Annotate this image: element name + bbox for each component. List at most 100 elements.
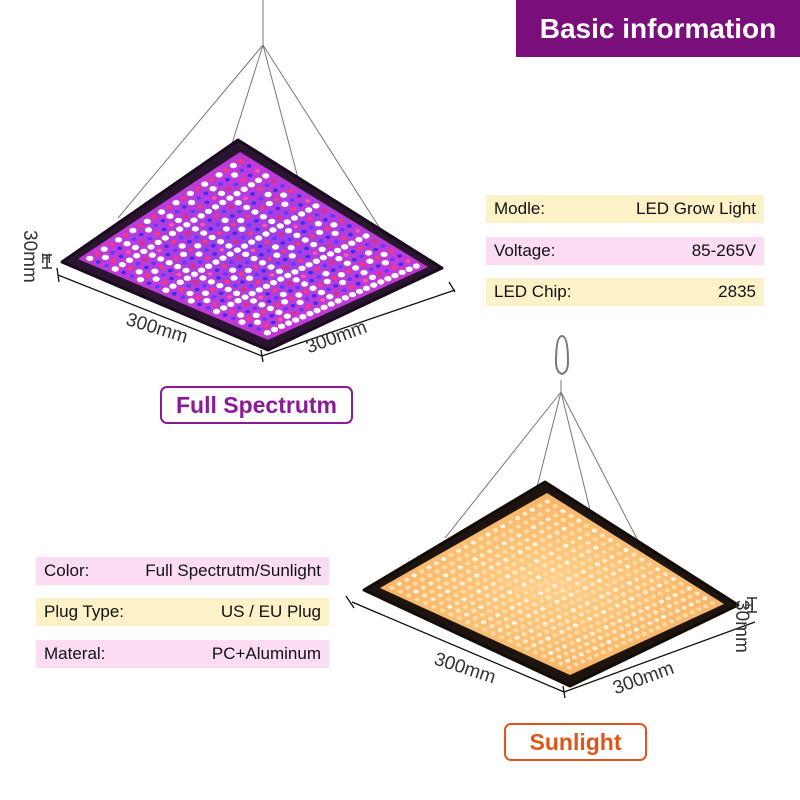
led-dot — [291, 262, 296, 266]
led-dot — [580, 569, 586, 574]
led-dot — [655, 575, 662, 580]
led-dot — [516, 533, 522, 538]
led-dot — [298, 265, 306, 271]
led-dot — [525, 546, 531, 551]
led-dot — [473, 565, 479, 570]
led-dot — [185, 231, 191, 236]
led-dot — [240, 243, 249, 249]
led-dot — [229, 267, 237, 273]
led-dot — [528, 628, 534, 633]
led-dot — [603, 575, 610, 580]
full-spectrum-label: Full Spectrutm — [160, 386, 353, 424]
led-dot — [218, 291, 224, 296]
led-dot — [253, 319, 262, 325]
led-dot — [304, 246, 309, 251]
led-dot — [194, 287, 200, 292]
led-dot — [559, 580, 565, 585]
led-dot — [244, 260, 250, 265]
led-dot — [255, 235, 263, 241]
led-dot — [136, 276, 145, 283]
led-dot — [589, 631, 595, 636]
led-dot — [565, 568, 571, 573]
led-dot — [320, 304, 328, 310]
led-dot — [348, 240, 356, 246]
led-dot — [366, 258, 374, 264]
led-dot — [474, 573, 480, 578]
led-dot — [517, 541, 523, 546]
led-dot — [496, 570, 503, 574]
led-dot — [259, 206, 265, 210]
led-dot — [552, 584, 558, 588]
led-dot — [152, 276, 160, 282]
led-dot — [309, 278, 315, 283]
led-dot — [201, 290, 210, 296]
led-dot — [601, 610, 607, 615]
led-dot — [362, 278, 368, 283]
led-dot — [566, 576, 572, 581]
led-dot — [647, 570, 654, 575]
led-dot — [644, 605, 651, 610]
led-dot — [563, 552, 569, 557]
led-dot — [539, 647, 546, 652]
led-dot — [368, 267, 374, 272]
led-dot — [341, 295, 349, 301]
led-dot — [420, 585, 427, 590]
led-dot — [250, 192, 256, 196]
led-dot — [197, 205, 203, 209]
led-dot — [465, 620, 471, 624]
led-dot — [617, 559, 623, 564]
led-dot — [546, 525, 552, 530]
led-dot — [333, 240, 339, 244]
led-dot — [194, 235, 199, 240]
led-dot — [237, 264, 243, 269]
led-dot — [577, 536, 583, 541]
led-dot — [258, 197, 264, 201]
led-dot — [679, 589, 685, 594]
led-dot — [412, 581, 418, 586]
led-dot — [233, 182, 239, 187]
led-dot — [573, 662, 579, 667]
led-dot — [205, 263, 213, 269]
led-dot — [404, 577, 410, 582]
full-spectrum-dimension-lines — [42, 254, 456, 363]
led-dot — [621, 641, 627, 645]
led-dot — [535, 625, 541, 630]
led-dot — [158, 209, 166, 215]
led-dot — [602, 558, 608, 563]
led-dot — [623, 607, 629, 612]
led-dot — [470, 540, 476, 545]
led-dot — [295, 285, 300, 290]
led-dot — [168, 223, 174, 227]
led-dot — [196, 196, 202, 200]
led-dot — [675, 616, 682, 621]
led-dot — [204, 208, 212, 215]
led-dot — [593, 653, 600, 658]
led-dot — [169, 276, 175, 281]
led-dot — [500, 524, 506, 529]
led-dot — [569, 600, 575, 605]
led-dot — [269, 280, 278, 286]
led-dot — [123, 233, 129, 237]
led-dot — [339, 279, 347, 286]
led-dot — [488, 565, 494, 570]
led-dot — [272, 188, 278, 192]
sunlight-wires — [444, 380, 649, 561]
led-dot — [517, 550, 524, 555]
led-dot — [507, 520, 513, 524]
led-dot — [168, 230, 177, 237]
led-dot — [201, 181, 209, 187]
led-dot — [229, 309, 235, 314]
led-dot — [555, 647, 561, 652]
led-dot — [165, 260, 173, 266]
led-dot — [223, 168, 229, 172]
led-dot — [217, 182, 223, 186]
led-dot — [380, 244, 386, 248]
led-dot — [525, 554, 532, 559]
led-dot — [244, 267, 252, 274]
led-dot — [586, 557, 593, 562]
led-dot — [299, 314, 307, 320]
led-dot — [263, 324, 269, 328]
led-dot — [556, 654, 562, 659]
led-dot — [292, 277, 300, 283]
